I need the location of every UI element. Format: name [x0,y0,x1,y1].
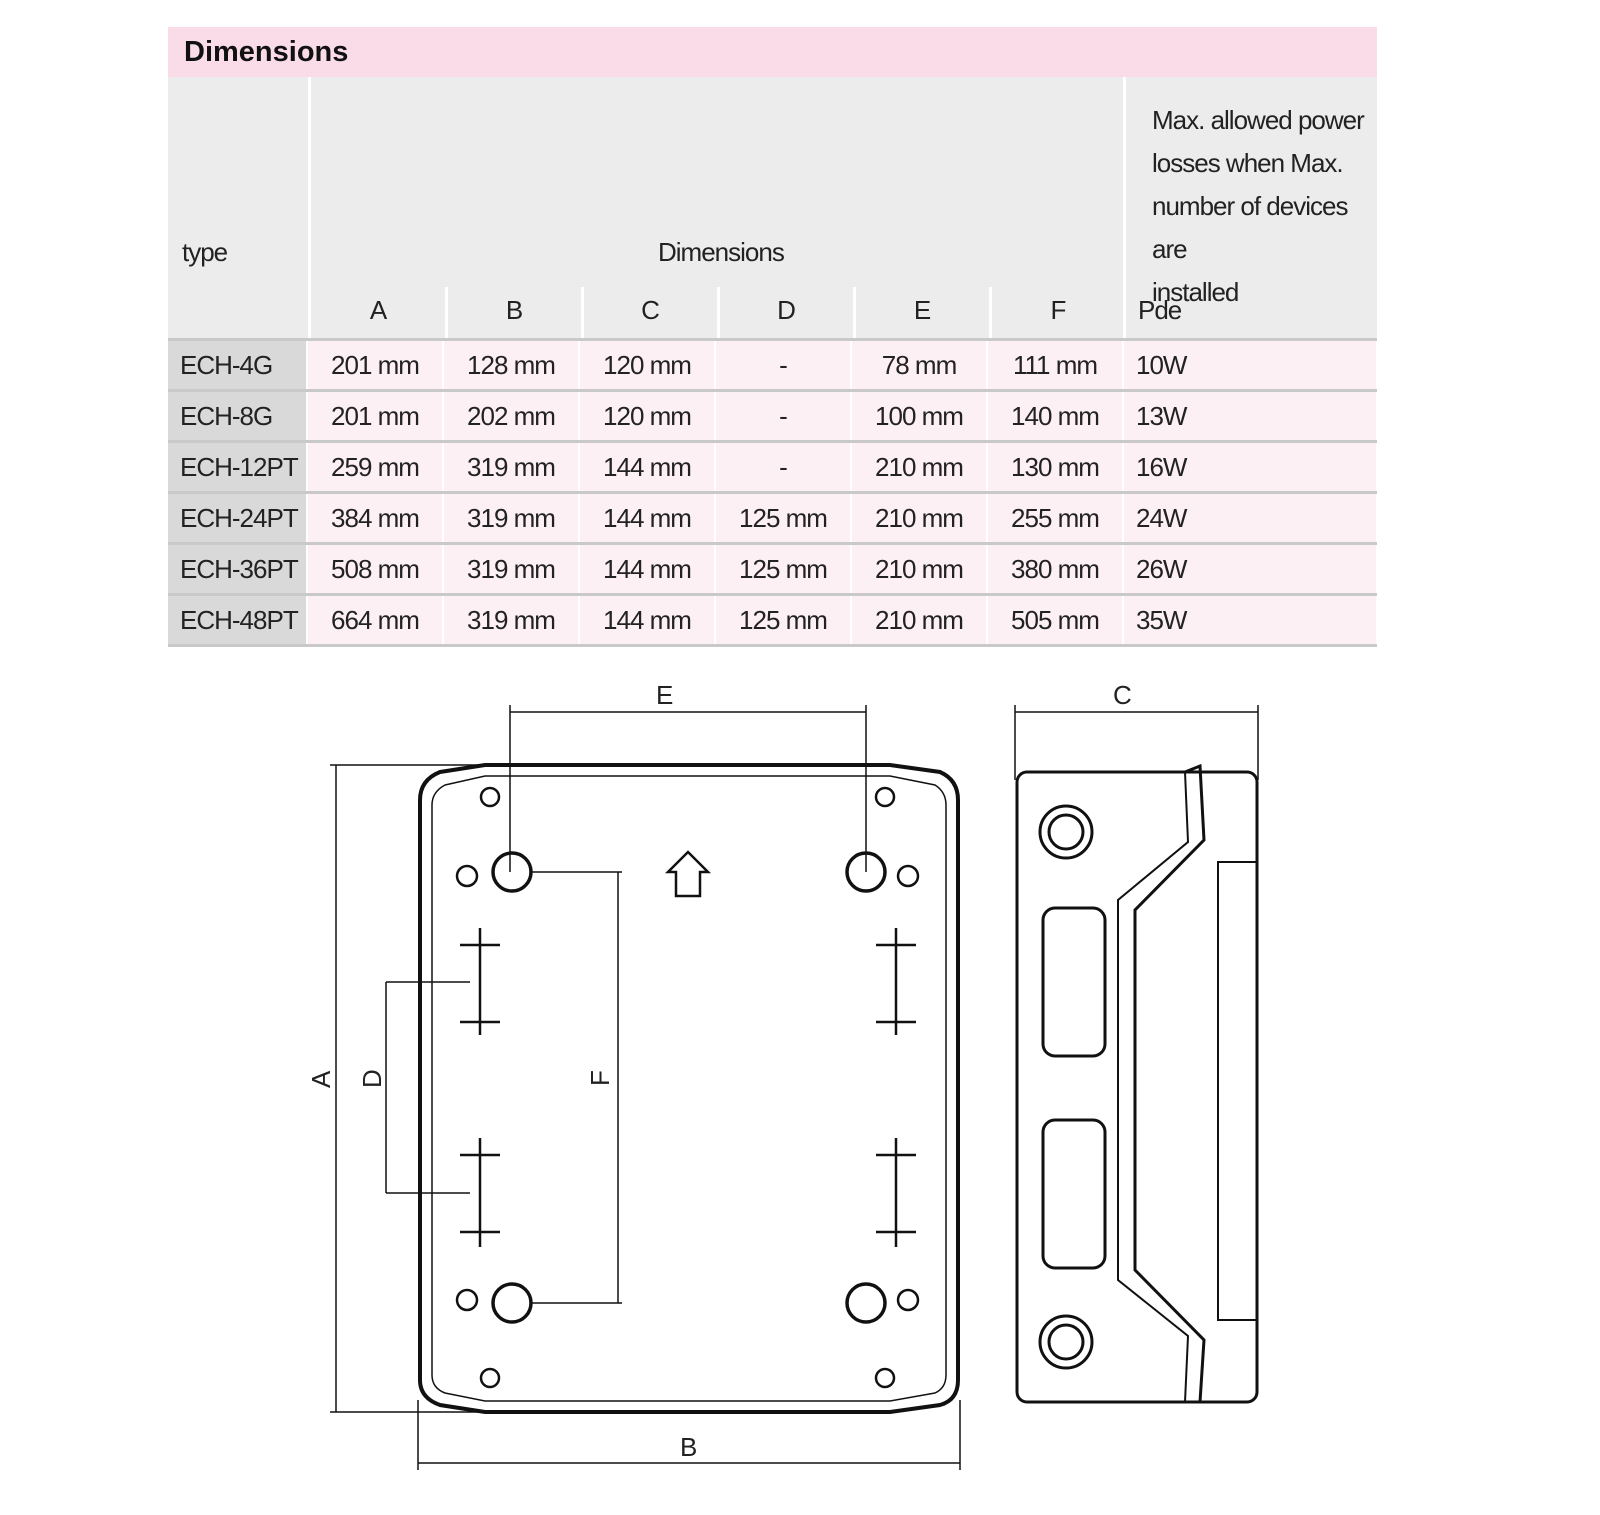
cell-dimension: 201 mm [308,341,444,389]
cell-dimension: 380 mm [988,545,1124,593]
header-line: number of devices are [1152,191,1348,264]
cell-dimension: 140 mm [988,392,1124,440]
cell-dimension: 120 mm [580,341,716,389]
header-line: losses when Max. [1152,148,1344,178]
cell-dimension: 319 mm [444,545,580,593]
col-c: C [641,295,660,325]
cell-dimension: 78 mm [852,341,988,389]
cell-dimension: 210 mm [852,596,988,644]
cell-dimension: 210 mm [852,545,988,593]
col-f: F [1050,295,1067,325]
cell-dimension: 319 mm [444,494,580,542]
cell-dimension: 319 mm [444,443,580,491]
label-f: F [585,1070,615,1086]
cell-pde: 35W [1124,596,1376,644]
col-b: B [505,295,523,325]
divider [308,77,311,338]
cell-dimension: 144 mm [580,494,716,542]
cell-type: ECH-48PT [168,596,308,644]
label-e: E [656,680,673,710]
label-d: D [357,1069,387,1088]
cell-pde: 26W [1124,545,1376,593]
cell-dimension: - [716,341,852,389]
cell-dimension: 128 mm [444,341,580,389]
cell-dimension: 384 mm [308,494,444,542]
cell-dimension: 120 mm [580,392,716,440]
label-a: A [306,1070,336,1088]
cell-type: ECH-4G [168,341,308,389]
dimensions-table: Dimensions type Dimensions Max. allowed … [168,27,1377,647]
cell-dimension: 255 mm [988,494,1124,542]
cell-dimension: 259 mm [308,443,444,491]
cell-type: ECH-36PT [168,545,308,593]
cell-dimension: 100 mm [852,392,988,440]
cell-type: ECH-8G [168,392,308,440]
cell-dimension: 505 mm [988,596,1124,644]
cell-dimension: 508 mm [308,545,444,593]
cell-dimension: 125 mm [716,494,852,542]
cell-dimension: 130 mm [988,443,1124,491]
cell-dimension: - [716,443,852,491]
cell-dimension: 664 mm [308,596,444,644]
cell-dimension: 125 mm [716,545,852,593]
header-dimensions: Dimensions [658,237,785,267]
header-line: installed [1152,277,1239,307]
divider [1123,77,1126,338]
divider [581,287,584,338]
cell-dimension: 111 mm [988,341,1124,389]
cell-dimension: 210 mm [852,443,988,491]
col-pde: Pde [1138,295,1182,325]
label-b: B [680,1432,697,1462]
cell-dimension: 125 mm [716,596,852,644]
cell-pde: 16W [1124,443,1376,491]
cell-type: ECH-24PT [168,494,308,542]
cell-dimension: 319 mm [444,596,580,644]
cell-dimension: 202 mm [444,392,580,440]
header-line: Max. allowed power [1152,105,1365,135]
cell-dimension: - [716,392,852,440]
cell-type: ECH-12PT [168,443,308,491]
cell-dimension: 210 mm [852,494,988,542]
cell-pde: 13W [1124,392,1376,440]
side-view [1015,763,1259,1404]
col-a: A [369,295,387,325]
cell-pde: 24W [1124,494,1376,542]
cell-dimension: 144 mm [580,443,716,491]
table-header: type Dimensions Max. allowed power losse… [168,77,1377,338]
divider [717,287,720,338]
col-d: D [777,295,796,325]
divider [989,287,992,338]
divider [445,287,448,338]
cell-dimension: 144 mm [580,545,716,593]
divider [853,287,856,338]
cell-dimension: 201 mm [308,392,444,440]
cell-pde: 10W [1124,341,1376,389]
front-view [418,763,960,1414]
header-power-losses: Max. allowed power losses when Max. numb… [1152,99,1377,314]
col-e: E [913,295,931,325]
table-title: Dimensions [168,27,1377,77]
cell-dimension: 144 mm [580,596,716,644]
arrow-up-icon [664,850,712,898]
dimension-lines [330,705,1259,1470]
header-type: type [182,237,228,267]
label-c: C [1113,680,1132,710]
